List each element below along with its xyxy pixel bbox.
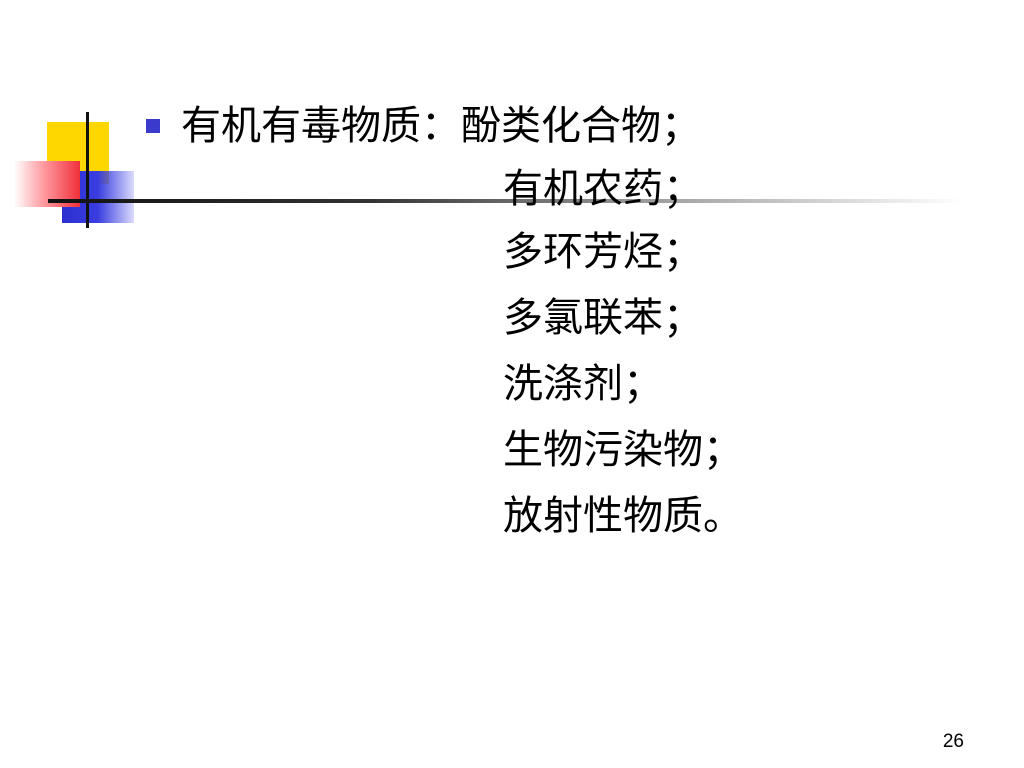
list-item: 多环芳烃； xyxy=(503,229,703,275)
list-item: 有机农药； xyxy=(503,166,703,212)
slide-heading: 有机有毒物质：酚类化合物； xyxy=(181,103,701,149)
list-item: 生物污染物； xyxy=(503,427,743,473)
list-item: 放射性物质。 xyxy=(503,493,743,539)
page-number: 26 xyxy=(942,731,964,752)
list-item: 多氯联苯； xyxy=(503,295,703,341)
decor-vertical-line xyxy=(86,112,89,228)
list-item: 洗涤剂； xyxy=(503,361,663,407)
bullet-square-icon xyxy=(146,119,160,133)
decor-horizontal-rule xyxy=(48,199,963,203)
